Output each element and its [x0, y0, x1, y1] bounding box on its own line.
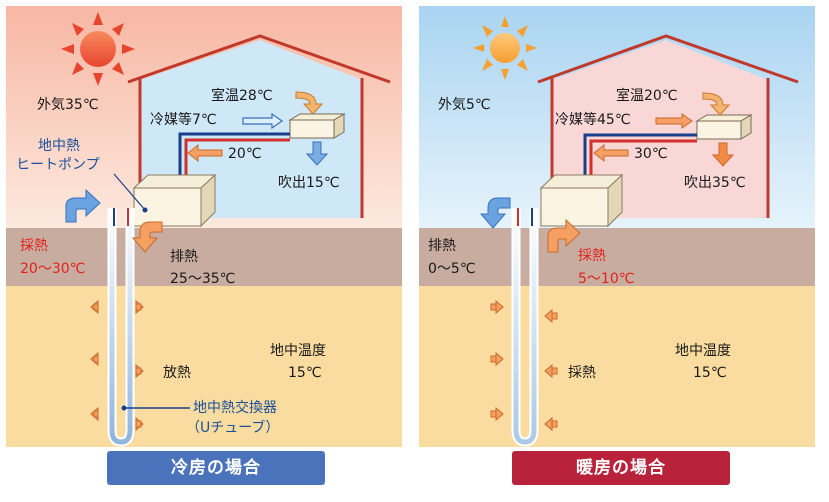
exchanger-label-line2: （Uチューブ） [186, 420, 280, 436]
u-tube-icon [511, 208, 539, 447]
cooling-badge: 冷房の場合 [107, 451, 325, 485]
collect-arrow-icon [65, 188, 101, 223]
indoor-unit-icon [695, 114, 753, 140]
heat-pump-icon [132, 173, 217, 228]
outlet-air-arrow-icon [305, 141, 329, 166]
cooling-collect-label: 採熱 [20, 238, 48, 254]
heat-pump-leader-line [113, 173, 146, 211]
refrigerant-arrow-icon [242, 112, 284, 130]
return-arrow-icon [593, 143, 629, 163]
refrigerant-pipe-red [184, 138, 290, 180]
u-tube-icon [107, 208, 135, 447]
heating-refrigerant: 冷媒等45℃ [555, 112, 631, 128]
cooling-refrigerant: 冷媒等7℃ [150, 112, 217, 128]
cooling-release-label: 放熱 [163, 365, 191, 381]
cooling-collect-range: 20〜30℃ [20, 261, 86, 277]
exhaust-arrow-icon [479, 197, 511, 229]
heating-panel [419, 6, 815, 447]
heating-ground-collect-label: 採熱 [568, 365, 596, 381]
refrigerant-pipe-blue [178, 132, 290, 180]
heat-pump-icon [539, 173, 624, 228]
heating-ground [419, 286, 815, 447]
heating-soil-band [419, 228, 815, 286]
cooling-exhaust-label: 排熱 [170, 249, 198, 265]
cooling-panel [6, 6, 402, 447]
heating-return-temp: 30℃ [634, 146, 668, 162]
heating-exhaust-label: 排熱 [428, 238, 456, 254]
return-arrow-icon [187, 143, 223, 163]
outlet-air-arrow-icon [711, 142, 735, 167]
heating-outside-temp: 外気5℃ [438, 97, 491, 113]
exchanger-label-line1: 地中熱交換器 [193, 400, 277, 416]
indoor-unit-icon [288, 113, 346, 139]
cooling-ground [6, 286, 402, 447]
heat-pump-label-line1: 地中熱 [38, 138, 80, 154]
refrigerant-pipe-blue [583, 133, 697, 180]
refrigerant-arrow-icon [655, 113, 693, 129]
cooling-ground-temp-label: 地中温度 [270, 343, 326, 359]
collect-arrow-icon [547, 218, 581, 253]
cooling-outlet: 吹出15℃ [278, 175, 340, 191]
heating-outlet: 吹出35℃ [684, 175, 746, 191]
sun-icon [61, 12, 135, 86]
heating-room-temp: 室温20℃ [616, 88, 678, 104]
cooling-soil-band [6, 228, 402, 286]
heating-roof [537, 34, 799, 84]
heating-ground-temp-label: 地中温度 [675, 343, 731, 359]
cooling-exhaust-range: 25〜35℃ [170, 271, 236, 287]
exhaust-arrow-icon [131, 221, 163, 253]
release-arrow-icon [90, 299, 144, 432]
cooling-ground-temp-value: 15℃ [288, 365, 322, 381]
heating-collect-label: 採熱 [578, 248, 606, 264]
refrigerant-pipe-red [589, 139, 697, 180]
cooling-roof [127, 34, 391, 84]
cooling-outside-temp: 外気35℃ [37, 97, 99, 113]
heat-pump-label-line2: ヒートポンプ [16, 157, 100, 173]
cooling-return-temp: 20℃ [228, 146, 262, 162]
collect-ground-arrow-icon [490, 299, 558, 432]
cooling-room-temp: 室温28℃ [211, 88, 273, 104]
room-air-arrow-icon [702, 92, 731, 116]
room-air-arrow-icon [295, 91, 324, 115]
heating-ground-temp-value: 15℃ [693, 365, 727, 381]
heating-collect-range: 5〜10℃ [578, 271, 635, 287]
heating-exhaust-range: 0〜5℃ [428, 261, 476, 277]
heating-badge: 暖房の場合 [512, 451, 730, 485]
sun-icon [473, 16, 537, 80]
